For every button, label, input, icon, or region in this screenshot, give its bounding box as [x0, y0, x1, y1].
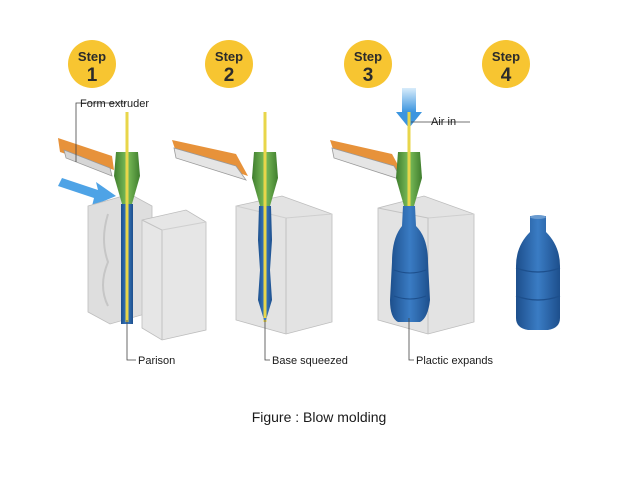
- base-squeezed-label: Base squeezed: [272, 355, 348, 367]
- step-2-badge: Step 2: [205, 40, 253, 88]
- air-flow-arrow: [58, 178, 116, 206]
- step-1-number: 1: [87, 65, 98, 86]
- plastic-expands-label: Plactic expands: [416, 355, 494, 367]
- blow-pin: [407, 112, 411, 232]
- step-1-word: Step: [78, 49, 106, 64]
- air-inlet-arrow: [402, 88, 416, 112]
- step-3-word: Step: [354, 49, 382, 64]
- step-1-badge: Step 1: [68, 40, 116, 88]
- air-in-label: Air in: [431, 116, 456, 128]
- step-4-word: Step: [492, 49, 520, 64]
- extruder-pipe-gray: [173, 147, 248, 181]
- expanded-plastic: [390, 206, 430, 322]
- form-extruder-label: Form extruder: [80, 98, 149, 110]
- finished-bottle: [515, 215, 561, 330]
- step-3-badge: Step 3: [344, 40, 392, 88]
- step-2-word: Step: [215, 49, 243, 64]
- step-2-illustration: [172, 112, 333, 361]
- extruder-pipe-orange: [58, 138, 114, 170]
- step-3-number: 3: [363, 65, 374, 86]
- parison-label: Parison: [138, 355, 175, 367]
- mold-closed: [235, 195, 333, 335]
- step-4-number: 4: [501, 65, 512, 86]
- step-4-badge: Step 4: [482, 40, 530, 88]
- step-1-illustration: [58, 102, 207, 361]
- figure-caption: Figure : Blow molding: [251, 409, 387, 425]
- step-2-number: 2: [224, 65, 235, 86]
- mold-front-half: [141, 209, 207, 341]
- step-3-illustration: [330, 88, 475, 361]
